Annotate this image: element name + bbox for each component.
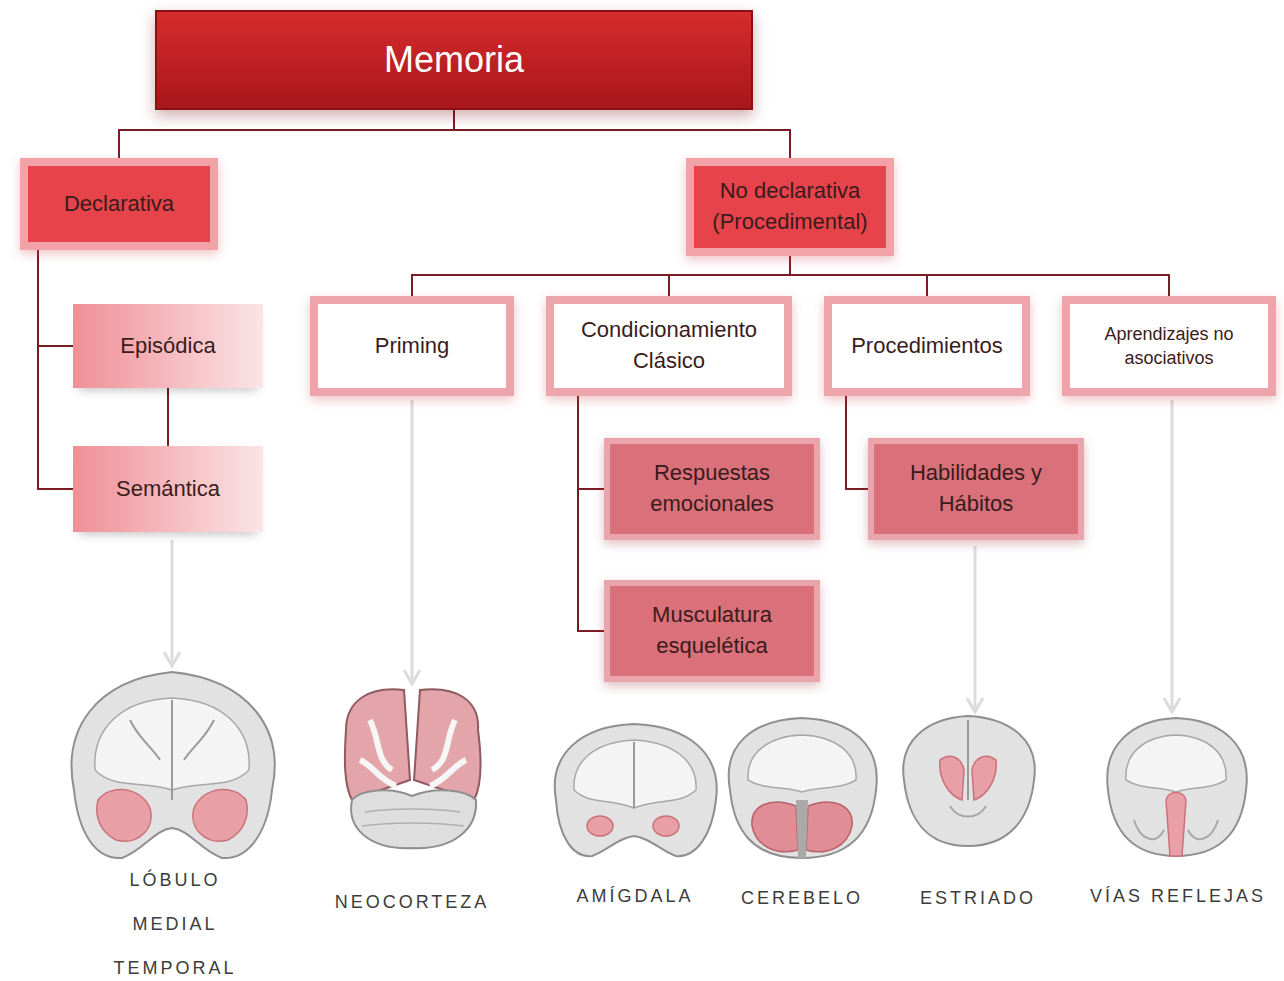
tree-connector	[669, 256, 790, 296]
node-text: Declarativa	[64, 189, 174, 220]
region-label: VÍAS REFLEJAS	[1083, 874, 1273, 918]
region-label: AMÍGDALA	[550, 874, 720, 918]
tree-connector	[38, 250, 73, 489]
node-text: No declarativa (Procedimental)	[704, 176, 876, 238]
node-text: Habilidades y Hábitos	[884, 458, 1068, 520]
subtype-box: Semántica	[73, 446, 263, 532]
category-box: Declarativa	[20, 158, 218, 250]
node-text: Aprendizajes no asociativos	[1080, 322, 1258, 371]
tree-connector	[846, 396, 868, 489]
tree-connector	[168, 388, 169, 446]
subtype-box: Musculatura esquelética	[604, 580, 820, 682]
node-text: Memoria	[384, 35, 524, 85]
category-box: No declarativa (Procedimental)	[686, 158, 894, 256]
brain-section	[345, 689, 481, 848]
region-label: LÓBULO MEDIAL TEMPORAL	[100, 858, 250, 981]
node-text: Episódica	[120, 331, 215, 362]
node-text: Condicionamiento Clásico	[564, 315, 774, 377]
region-label: ESTRIADO	[893, 876, 1063, 920]
node-text: Respuestas emocionales	[620, 458, 804, 520]
tree-connector	[578, 396, 604, 489]
type-box: Condicionamiento Clásico	[546, 296, 792, 396]
subtype-box: Episódica	[73, 304, 263, 388]
tree-connector	[412, 256, 790, 296]
node-text: Procedimientos	[851, 331, 1003, 362]
tree-connector	[119, 110, 454, 158]
region-label: NEOCORTEZA	[322, 880, 502, 924]
region-label: CEREBELO	[722, 876, 882, 920]
type-box: Priming	[310, 296, 514, 396]
brain-section	[72, 672, 275, 858]
node-text: Semántica	[116, 474, 220, 505]
subtype-box: Respuestas emocionales	[604, 438, 820, 540]
brain-section	[555, 724, 717, 856]
tree-connector	[454, 110, 790, 158]
tree-connector	[578, 396, 604, 631]
pointer-arrows	[164, 400, 1180, 712]
tree-connector	[38, 250, 73, 346]
brain-section	[729, 718, 877, 858]
tree-connector	[790, 256, 1169, 296]
type-box: Procedimientos	[824, 296, 1030, 396]
brain-section	[1107, 718, 1247, 856]
brain-section	[903, 716, 1035, 846]
node-text: Musculatura esquelética	[620, 600, 804, 662]
subtype-box: Habilidades y Hábitos	[868, 438, 1084, 540]
node-text: Priming	[375, 331, 450, 362]
title-box: Memoria	[155, 10, 753, 110]
type-box: Aprendizajes no asociativos	[1062, 296, 1276, 396]
